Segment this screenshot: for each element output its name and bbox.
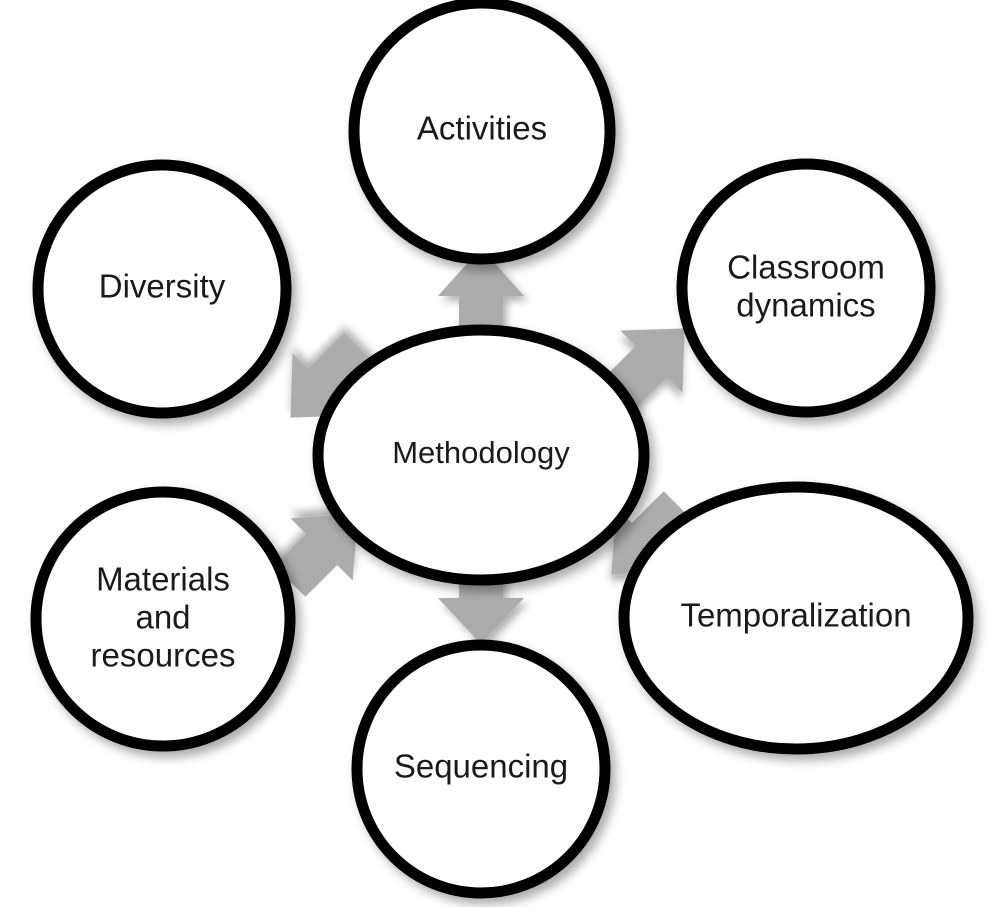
node-temporalization-shape[interactable] <box>618 481 974 755</box>
node-materials-and-resources-label-line3: resources <box>91 637 236 674</box>
node-temporalization[interactable]: Temporalization <box>618 481 974 755</box>
arrow-to-activities <box>438 248 524 344</box>
node-methodology-label: Methodology <box>392 435 570 470</box>
node-classroom-dynamics-shape[interactable] <box>676 158 936 418</box>
node-materials-and-resources-shape[interactable] <box>30 486 296 752</box>
arrow-to-materials-and-resources <box>274 513 358 597</box>
node-materials-and-resources[interactable]: Materials and resources <box>30 486 296 752</box>
node-diversity-label: Diversity <box>99 268 226 305</box>
node-activities-shape[interactable] <box>348 0 616 265</box>
node-classroom-dynamics-label-line1: Classroom <box>727 249 885 286</box>
node-classroom-dynamics[interactable]: Classroom dynamics <box>676 158 936 418</box>
node-methodology-shape[interactable] <box>312 324 650 586</box>
arrow-to-temporalization <box>611 491 695 575</box>
node-methodology[interactable]: Methodology <box>312 324 650 586</box>
arrow-to-diversity <box>290 332 376 418</box>
node-classroom-dynamics-label-line2: dynamics <box>736 287 875 324</box>
node-materials-and-resources-label-line1: Materials <box>96 561 230 598</box>
node-sequencing-label: Sequencing <box>394 748 568 785</box>
node-diversity-shape[interactable] <box>32 159 292 419</box>
node-sequencing[interactable]: Sequencing <box>351 639 611 899</box>
node-temporalization-label: Temporalization <box>680 597 911 634</box>
node-diversity[interactable]: Diversity <box>32 159 292 419</box>
node-activities-label: Activities <box>417 110 547 147</box>
node-materials-and-resources-label-line2: and <box>135 599 190 636</box>
node-sequencing-shape[interactable] <box>351 639 611 899</box>
node-activities[interactable]: Activities <box>348 0 616 265</box>
